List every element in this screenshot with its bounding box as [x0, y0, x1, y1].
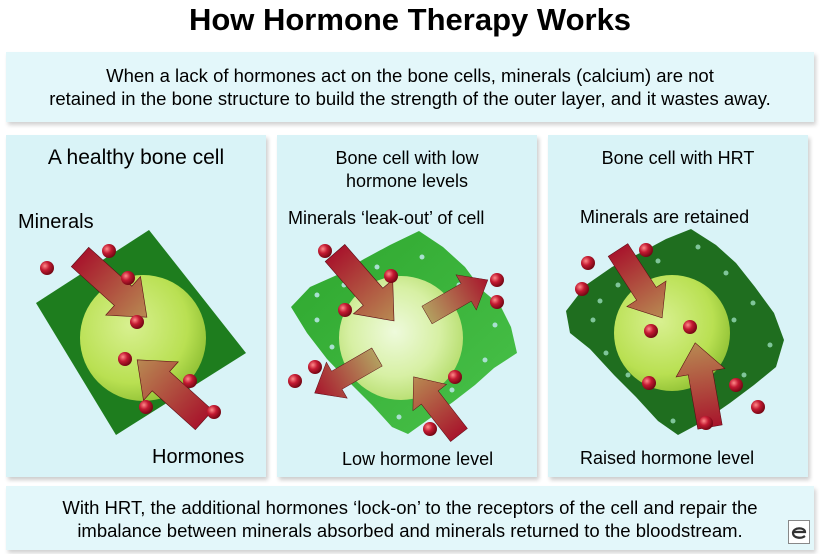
cell-nucleus — [80, 275, 206, 401]
panel-title: A healthy bone cell — [47, 146, 225, 169]
intro-line-2: retained in the bone structure to build … — [49, 88, 771, 109]
mineral-particles — [288, 244, 504, 436]
panel-title: Bone cell with low hormone levels — [277, 147, 537, 193]
hormones-label: Hormones — [152, 446, 245, 468]
minerals-retained-label: Minerals are retained — [580, 207, 750, 227]
panel-title-line-1: Bone cell with low — [335, 148, 479, 168]
low-hormone-cell-illustration — [288, 231, 517, 449]
conclusion-text: With HRT, the additional hormones ‘lock-… — [6, 496, 814, 542]
panel-low-hormone-cell: Bone cell with low hormone levels Minera… — [277, 135, 537, 477]
panel-hrt-cell: Bone cell with HRT Minerals are retained… — [548, 135, 808, 477]
low-hormone-label: Low hormone level — [342, 449, 494, 469]
intro-line-1: When a lack of hormones act on the bone … — [106, 65, 714, 86]
minerals-leak-label: Minerals ‘leak-out’ of cell — [288, 208, 485, 228]
publisher-logo-icon — [788, 520, 810, 544]
mineral-particles — [575, 243, 765, 430]
conclusion-box: With HRT, the additional hormones ‘lock-… — [6, 486, 814, 550]
mineral-particles — [40, 244, 221, 419]
panel-healthy-cell: A healthy bone cell Minerals Hormones — [6, 135, 266, 477]
panel-title-line-2: hormone levels — [345, 171, 469, 191]
intro-text: When a lack of hormones act on the bone … — [6, 64, 814, 110]
panel-title: Bone cell with HRT — [601, 148, 755, 168]
page-title: How Hormone Therapy Works — [188, 2, 632, 37]
intro-box: When a lack of hormones act on the bone … — [6, 52, 814, 122]
conclusion-line-2: imbalance between minerals absorbed and … — [77, 520, 743, 541]
hrt-cell-illustration — [566, 229, 784, 435]
raised-hormone-label: Raised hormone level — [580, 448, 755, 468]
healthy-cell-illustration — [36, 230, 246, 440]
minerals-label: Minerals — [18, 211, 94, 233]
conclusion-line-1: With HRT, the additional hormones ‘lock-… — [62, 497, 758, 518]
